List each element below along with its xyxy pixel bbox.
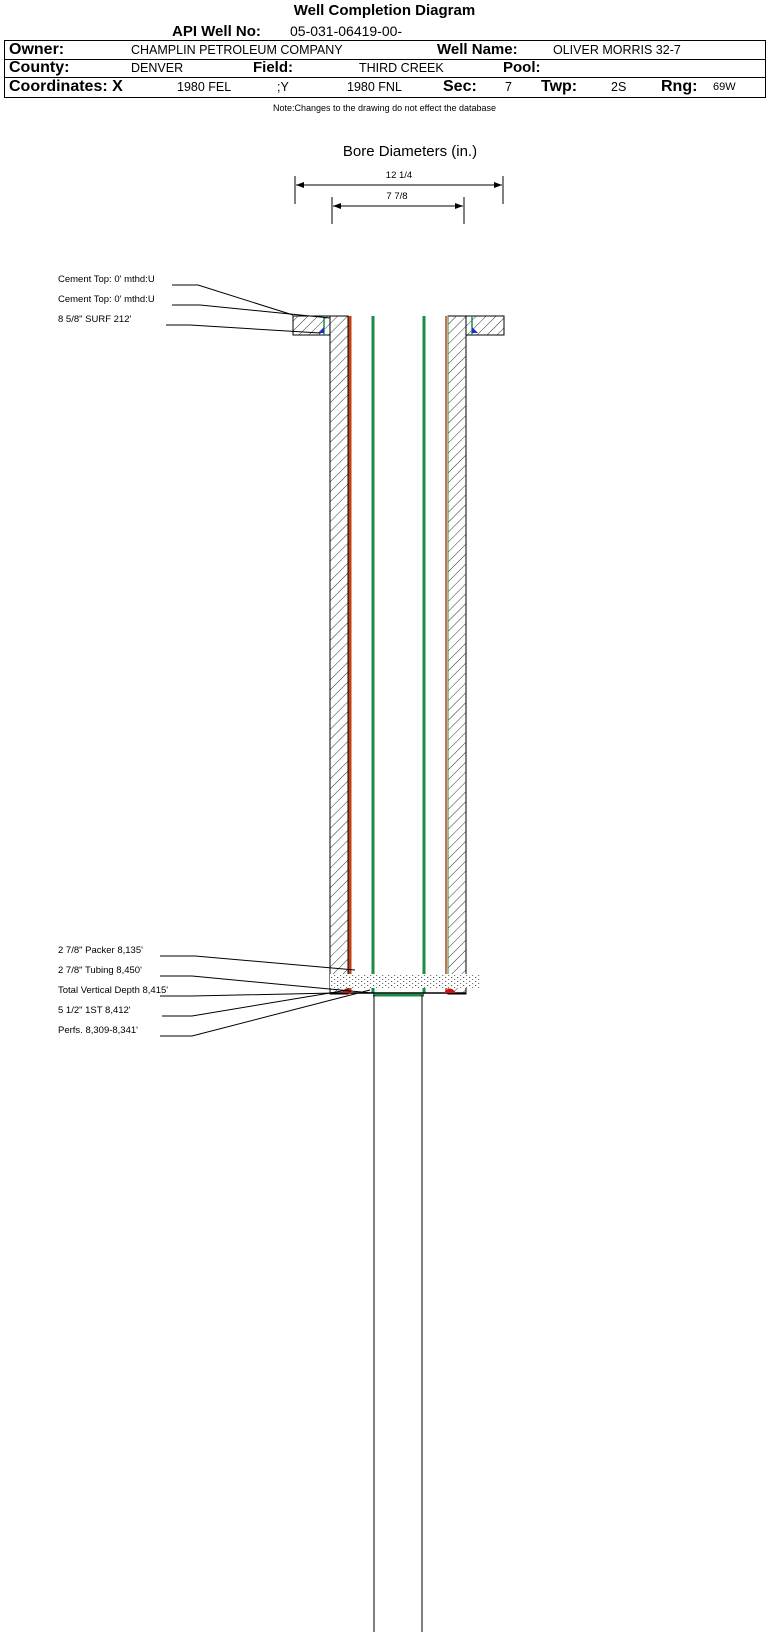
surface-cement-flange (292, 315, 505, 336)
annotations-top: Cement Top: 0' mthd:U Cement Top: 0' mth… (58, 274, 331, 334)
rng-value: 69W (713, 81, 736, 93)
well-name-label: Well Name: (437, 41, 518, 58)
outer-bore-dimension (294, 176, 504, 204)
sec-value: 7 (505, 80, 512, 94)
perforation-zone (330, 974, 480, 988)
coordinates-row: Coordinates: X 1980 FEL ;Y 1980 FNL Sec:… (4, 77, 766, 98)
production-casing (348, 316, 449, 993)
outer-bore-label: 12 1/4 (386, 170, 412, 181)
api-value: 05-031-06419-00- (290, 23, 403, 39)
casing-shoe-right-icon (444, 988, 456, 993)
api-label: API Well No: (172, 23, 261, 40)
surf-casing-shoe-right-icon (472, 327, 478, 333)
owner-label: Owner: (9, 41, 65, 58)
rng-label: Rng: (661, 78, 698, 95)
api-row: API Well No: 05-031-06419-00- (4, 22, 766, 41)
coord-y-value: 1980 FNL (347, 80, 402, 94)
open-hole (373, 995, 423, 1632)
page-title: Well Completion Diagram (293, 2, 476, 19)
tvd-label: Total Vertical Depth 8,415' (58, 985, 168, 996)
inner-bore-label: 7 7/8 (386, 191, 407, 202)
coordinates-label: Coordinates: X (9, 78, 123, 95)
cement-top-1-label: Cement Top: 0' mthd:U (58, 274, 155, 285)
sec-label: Sec: (443, 78, 477, 95)
well-name-value: OLIVER MORRIS 32-7 (553, 43, 681, 57)
tubing-string (371, 316, 426, 993)
coord-y-label: ;Y (277, 80, 289, 94)
tubing-label: 2 7/8" Tubing 8,450' (58, 965, 142, 976)
annotations-bottom: 2 7/8" Packer 8,135' 2 7/8" Tubing 8,450… (58, 945, 373, 1037)
pool-label: Pool: (503, 59, 541, 76)
surf-casing-label: 8 5/8" SURF 212' (58, 314, 131, 325)
bore-diameters-title: Bore Diameters (in.) (343, 143, 477, 160)
database-note: Note:Changes to the drawing do not effec… (273, 103, 496, 113)
inner-bore-dimension (331, 197, 465, 224)
twp-value: 2S (611, 80, 627, 94)
twp-label: Twp: (541, 78, 578, 95)
surf-casing-shoe-left-icon (318, 327, 324, 333)
packer-label: 2 7/8" Packer 8,135' (58, 945, 143, 956)
coord-x-value: 1980 FEL (177, 80, 232, 94)
long-string-cement (329, 315, 467, 995)
county-value: DENVER (131, 61, 184, 75)
casing-1st-label: 5 1/2" 1ST 8,412' (58, 1005, 131, 1016)
perfs-label: Perfs. 8,309-8,341' (58, 1025, 138, 1036)
field-label: Field: (253, 59, 293, 76)
county-label: County: (9, 59, 70, 76)
well-header-table: API Well No: 05-031-06419-00- Owner: CHA… (4, 22, 766, 98)
cement-top-2-label: Cement Top: 0' mthd:U (58, 294, 155, 305)
owner-value: CHAMPLIN PETROLEUM COMPANY (131, 43, 343, 57)
field-value: THIRD CREEK (359, 61, 444, 75)
